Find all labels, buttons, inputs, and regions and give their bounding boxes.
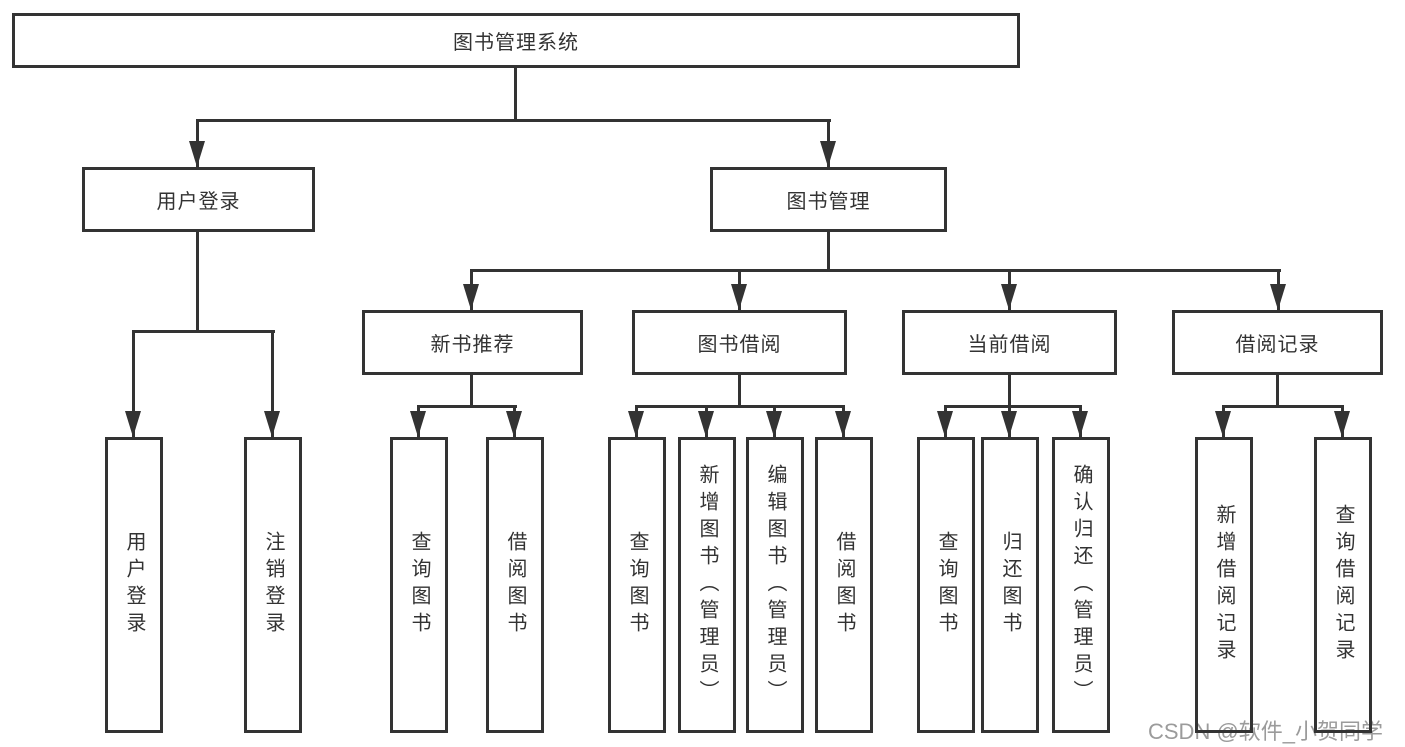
arrowhead-icon (463, 284, 479, 310)
connector-bar (635, 405, 845, 408)
connector-bar (196, 119, 831, 122)
leaf-add-borrow-record: 新增借阅记录 (1195, 437, 1253, 733)
connector-bar (417, 405, 517, 408)
arrowhead-icon (1334, 411, 1350, 437)
node-root-label: 图书管理系统 (453, 32, 579, 54)
node-current-borrow: 当前借阅 (902, 310, 1117, 375)
connector-drop (271, 330, 274, 437)
leaf-user-login: 用户登录 (105, 437, 163, 733)
node-current-borrow-label: 当前借阅 (967, 334, 1052, 356)
leaf-confirm-return-admin: 确认归还（管理员） (1052, 437, 1110, 733)
leaf-borrow-books-label: 借阅图书 (833, 531, 855, 639)
node-user-login-label: 用户登录 (156, 191, 241, 213)
arrowhead-icon (189, 141, 205, 167)
arrowhead-icon (1001, 411, 1017, 437)
arrowhead-icon (1072, 411, 1088, 437)
node-new-book-recommend-label: 新书推荐 (430, 334, 515, 356)
node-book-management: 图书管理 (710, 167, 947, 232)
leaf-query-books-borrow: 查询图书 (608, 437, 666, 733)
arrowhead-icon (937, 411, 953, 437)
arrowhead-icon (628, 411, 644, 437)
arrowhead-icon (264, 411, 280, 437)
connector-stem (514, 68, 517, 121)
arrowhead-icon (731, 284, 747, 310)
leaf-edit-book-admin: 编辑图书（管理员） (746, 437, 804, 733)
node-book-borrow-label: 图书借阅 (697, 334, 782, 356)
connector-stem (1276, 375, 1279, 408)
connector-bar (132, 330, 275, 333)
leaf-query-books-current-label: 查询图书 (935, 531, 957, 639)
leaf-logout-label: 注销登录 (262, 531, 284, 639)
arrowhead-icon (835, 411, 851, 437)
connector-stem (827, 232, 830, 272)
connector-bar (470, 269, 1281, 272)
arrowhead-icon (410, 411, 426, 437)
leaf-return-book-label: 归还图书 (999, 531, 1021, 639)
leaf-add-borrow-record-label: 新增借阅记录 (1213, 504, 1235, 666)
node-user-login: 用户登录 (82, 167, 315, 232)
leaf-add-book-admin: 新增图书（管理员） (678, 437, 736, 733)
arrowhead-icon (506, 411, 522, 437)
leaf-query-books-borrow-label: 查询图书 (626, 531, 648, 639)
leaf-query-borrow-record: 查询借阅记录 (1314, 437, 1372, 733)
leaf-borrow-books: 借阅图书 (815, 437, 873, 733)
node-new-book-recommend: 新书推荐 (362, 310, 583, 375)
arrowhead-icon (1001, 284, 1017, 310)
connector-stem (1008, 375, 1011, 408)
connector-stem (196, 232, 199, 333)
node-book-borrow: 图书借阅 (632, 310, 847, 375)
leaf-query-books-current: 查询图书 (917, 437, 975, 733)
arrowhead-icon (766, 411, 782, 437)
leaf-borrow-books-recommend-label: 借阅图书 (504, 531, 526, 639)
leaf-confirm-return-admin-label: 确认归还（管理员） (1070, 463, 1092, 707)
leaf-user-login-label: 用户登录 (123, 531, 145, 639)
node-root: 图书管理系统 (12, 13, 1020, 68)
node-book-management-label: 图书管理 (786, 191, 871, 213)
arrowhead-icon (820, 141, 836, 167)
leaf-query-books-recommend-label: 查询图书 (408, 531, 430, 639)
arrowhead-icon (1215, 411, 1231, 437)
leaf-return-book: 归还图书 (981, 437, 1039, 733)
connector-stem (470, 375, 473, 408)
node-borrow-records-label: 借阅记录 (1235, 334, 1320, 356)
leaf-edit-book-admin-label: 编辑图书（管理员） (764, 463, 786, 707)
connector-bar (944, 405, 1082, 408)
connector-bar (1222, 405, 1344, 408)
leaf-borrow-books-recommend: 借阅图书 (486, 437, 544, 733)
leaf-add-book-admin-label: 新增图书（管理员） (696, 463, 718, 707)
connector-stem (738, 375, 741, 408)
leaf-logout: 注销登录 (244, 437, 302, 733)
leaf-query-books-recommend: 查询图书 (390, 437, 448, 733)
arrowhead-icon (1270, 284, 1286, 310)
connector-drop (132, 330, 135, 437)
arrowhead-icon (698, 411, 714, 437)
leaf-query-borrow-record-label: 查询借阅记录 (1332, 504, 1354, 666)
arrowhead-icon (125, 411, 141, 437)
node-borrow-records: 借阅记录 (1172, 310, 1383, 375)
